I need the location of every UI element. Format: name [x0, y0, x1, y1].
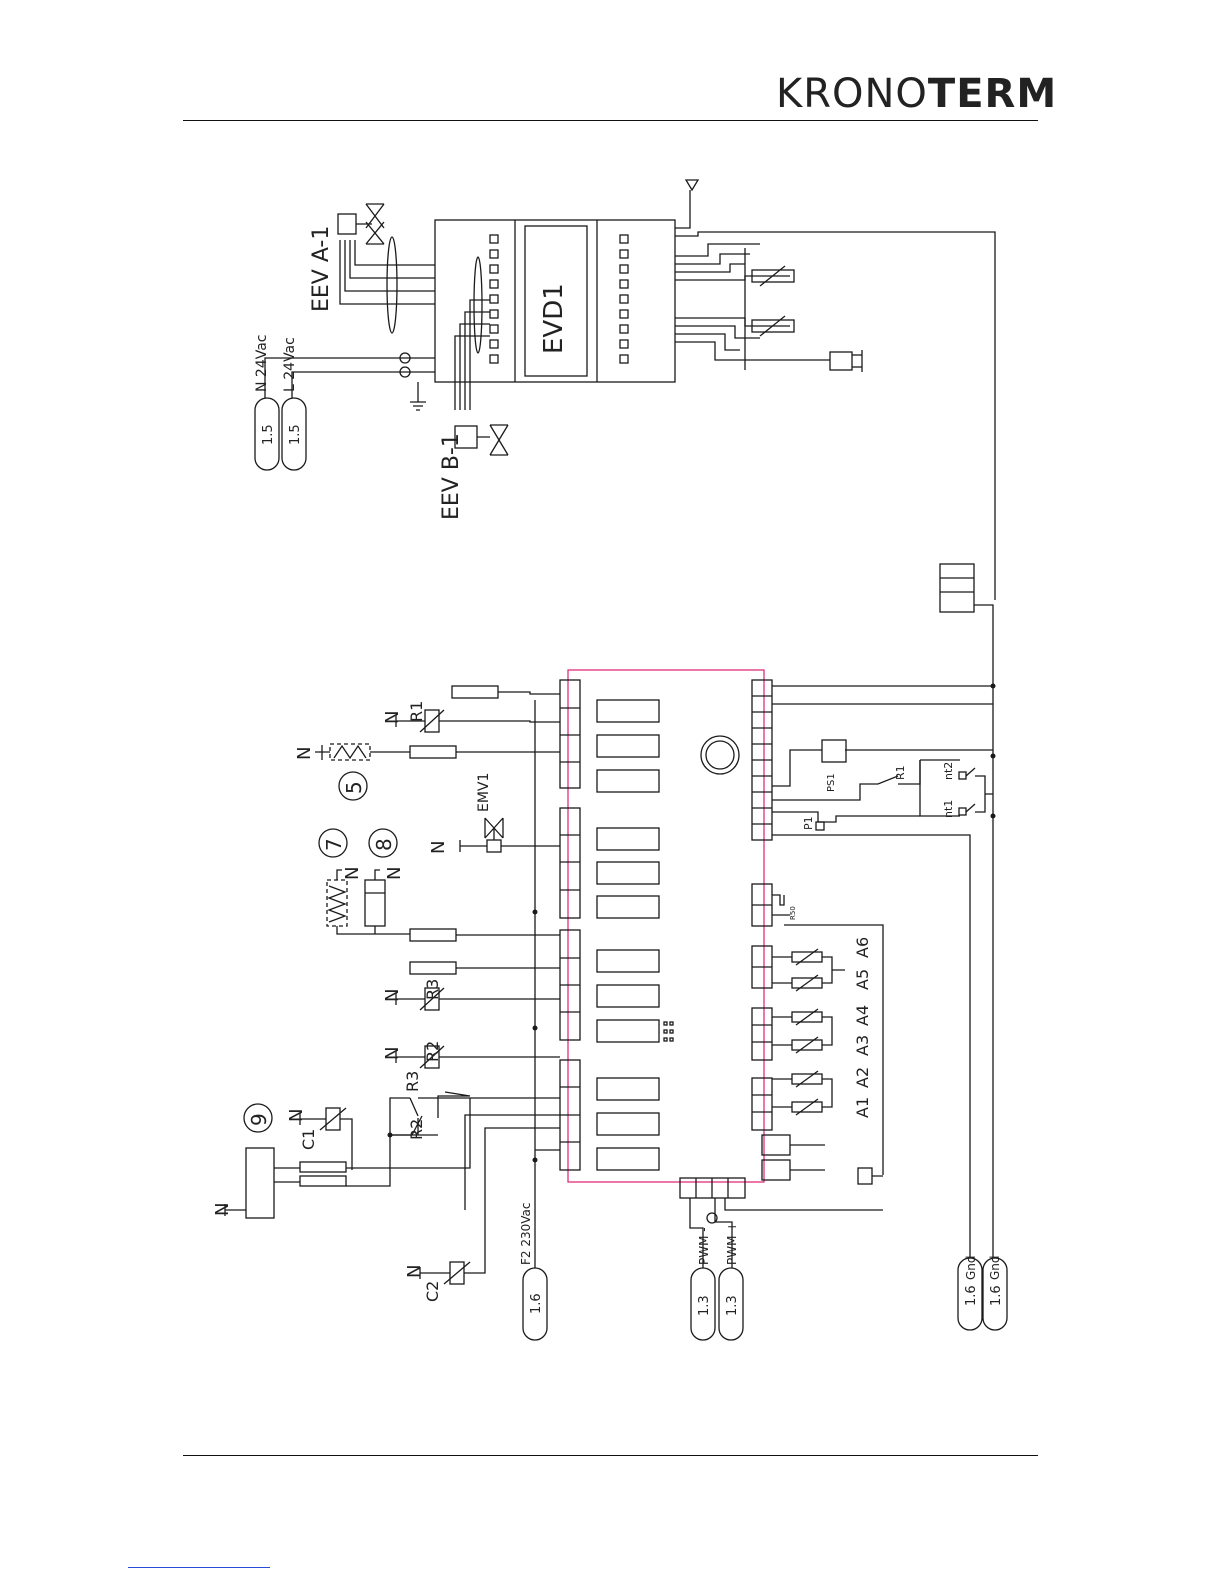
a5-label: A5 — [853, 969, 872, 990]
bottom-transducer — [858, 1168, 872, 1184]
left-terminal-strips — [560, 680, 580, 1170]
evd1-label: EVD1 — [539, 283, 569, 354]
circle-9-number: 9 — [247, 1113, 271, 1126]
a1-label: A1 — [853, 1097, 872, 1118]
terminal-block-2 — [410, 746, 456, 758]
circle-7-number: 7 — [322, 838, 346, 851]
thermostat-nt1 — [959, 808, 966, 815]
eev-a-label: EEV A-1 — [309, 226, 334, 312]
pressure-switch-ps1 — [822, 740, 846, 762]
connector-1-6-gnd-2-label: 1.6 — [989, 1285, 1004, 1306]
n-label-comp9: N — [212, 1203, 233, 1216]
f2-230vac-label: F2 230Vac — [519, 1203, 533, 1265]
n-24vac-label: N 24Vac — [254, 334, 270, 392]
nt1-label: nt1 — [942, 800, 955, 818]
a6-label: A6 — [853, 937, 872, 958]
connector-1-6-gnd-1-label: 1.6 — [964, 1285, 979, 1306]
connector-1-5-n-label: 1.5 — [261, 424, 276, 445]
evd1-right-terminals — [620, 235, 628, 363]
compressor-9 — [246, 1148, 274, 1218]
pwm-minus-label: PWM - — [697, 1227, 711, 1265]
r2-label: R2 — [423, 1041, 442, 1062]
l-24vac-label: L 24Vac — [282, 337, 298, 392]
n-label-c2: N — [404, 1265, 425, 1278]
gnd-label-1: Gnd — [964, 1255, 978, 1280]
r3-label: R3 — [423, 979, 442, 1000]
connector-1-3-pwm-plus-label: 1.3 — [725, 1295, 740, 1316]
r1-label: R1 — [407, 701, 426, 722]
n-label-c1: N — [286, 1109, 307, 1122]
n-label-heater5: N — [294, 747, 315, 760]
terminal-block-right — [940, 564, 974, 612]
n-label-comp8: N — [384, 867, 405, 880]
p1-label: P1 — [802, 816, 815, 830]
n-label-r2: N — [382, 1047, 403, 1060]
c1-label: C1 — [299, 1129, 318, 1150]
pressure-p1 — [816, 822, 824, 830]
pwm-plus-label: PWM + — [725, 1222, 739, 1265]
connector-1-5-l-label: 1.5 — [288, 424, 303, 445]
terminal-block-4 — [410, 962, 456, 974]
board-jumper-header — [664, 1022, 673, 1041]
terminal-block-5 — [300, 1162, 346, 1172]
temperature-sensors — [772, 949, 845, 1115]
a4-label: A4 — [853, 1005, 872, 1026]
board-relays — [597, 700, 659, 1170]
r3-contact-label: R3 — [403, 1071, 422, 1092]
right-terminal-strips — [752, 680, 790, 1180]
circle-5-number: 5 — [342, 781, 366, 794]
emv1-label: EMV1 — [476, 773, 492, 812]
a2-label: A2 — [853, 1067, 872, 1088]
n-label-r1: N — [382, 711, 403, 724]
n-label-r3: N — [382, 989, 403, 1002]
ps1-label: PS1 — [826, 773, 837, 792]
connector-1-6-f2-label: 1.6 — [529, 1293, 544, 1314]
evd1-left-terminals — [490, 235, 498, 363]
r1-contact-label: R1 — [894, 765, 907, 780]
eev-a-actuator — [338, 214, 356, 234]
connector-1-3-pwm-minus-label: 1.3 — [697, 1295, 712, 1316]
a3-label: A3 — [853, 1035, 872, 1056]
n-label-emv1: N — [428, 841, 449, 854]
nt2-label: nt2 — [942, 762, 955, 780]
evd-pressure-transducer — [830, 352, 852, 370]
terminal-block-1 — [452, 686, 498, 698]
board-mount-hole — [701, 736, 739, 774]
r50-label: R50 — [789, 906, 797, 920]
thermostat-nt2 — [959, 772, 966, 779]
circle-8-number: 8 — [372, 838, 396, 851]
c2-label: C2 — [423, 1281, 442, 1302]
gnd-label-2: Gnd — [988, 1255, 1002, 1280]
terminal-block-3 — [410, 929, 456, 941]
n-label-heater7: N — [342, 867, 363, 880]
eev-b-label: EEV B-1 — [439, 433, 464, 520]
emv1-coil — [487, 840, 501, 852]
component-8 — [365, 880, 385, 926]
terminal-block-6 — [300, 1176, 346, 1186]
r2-contact-label: R2 — [407, 1119, 426, 1140]
